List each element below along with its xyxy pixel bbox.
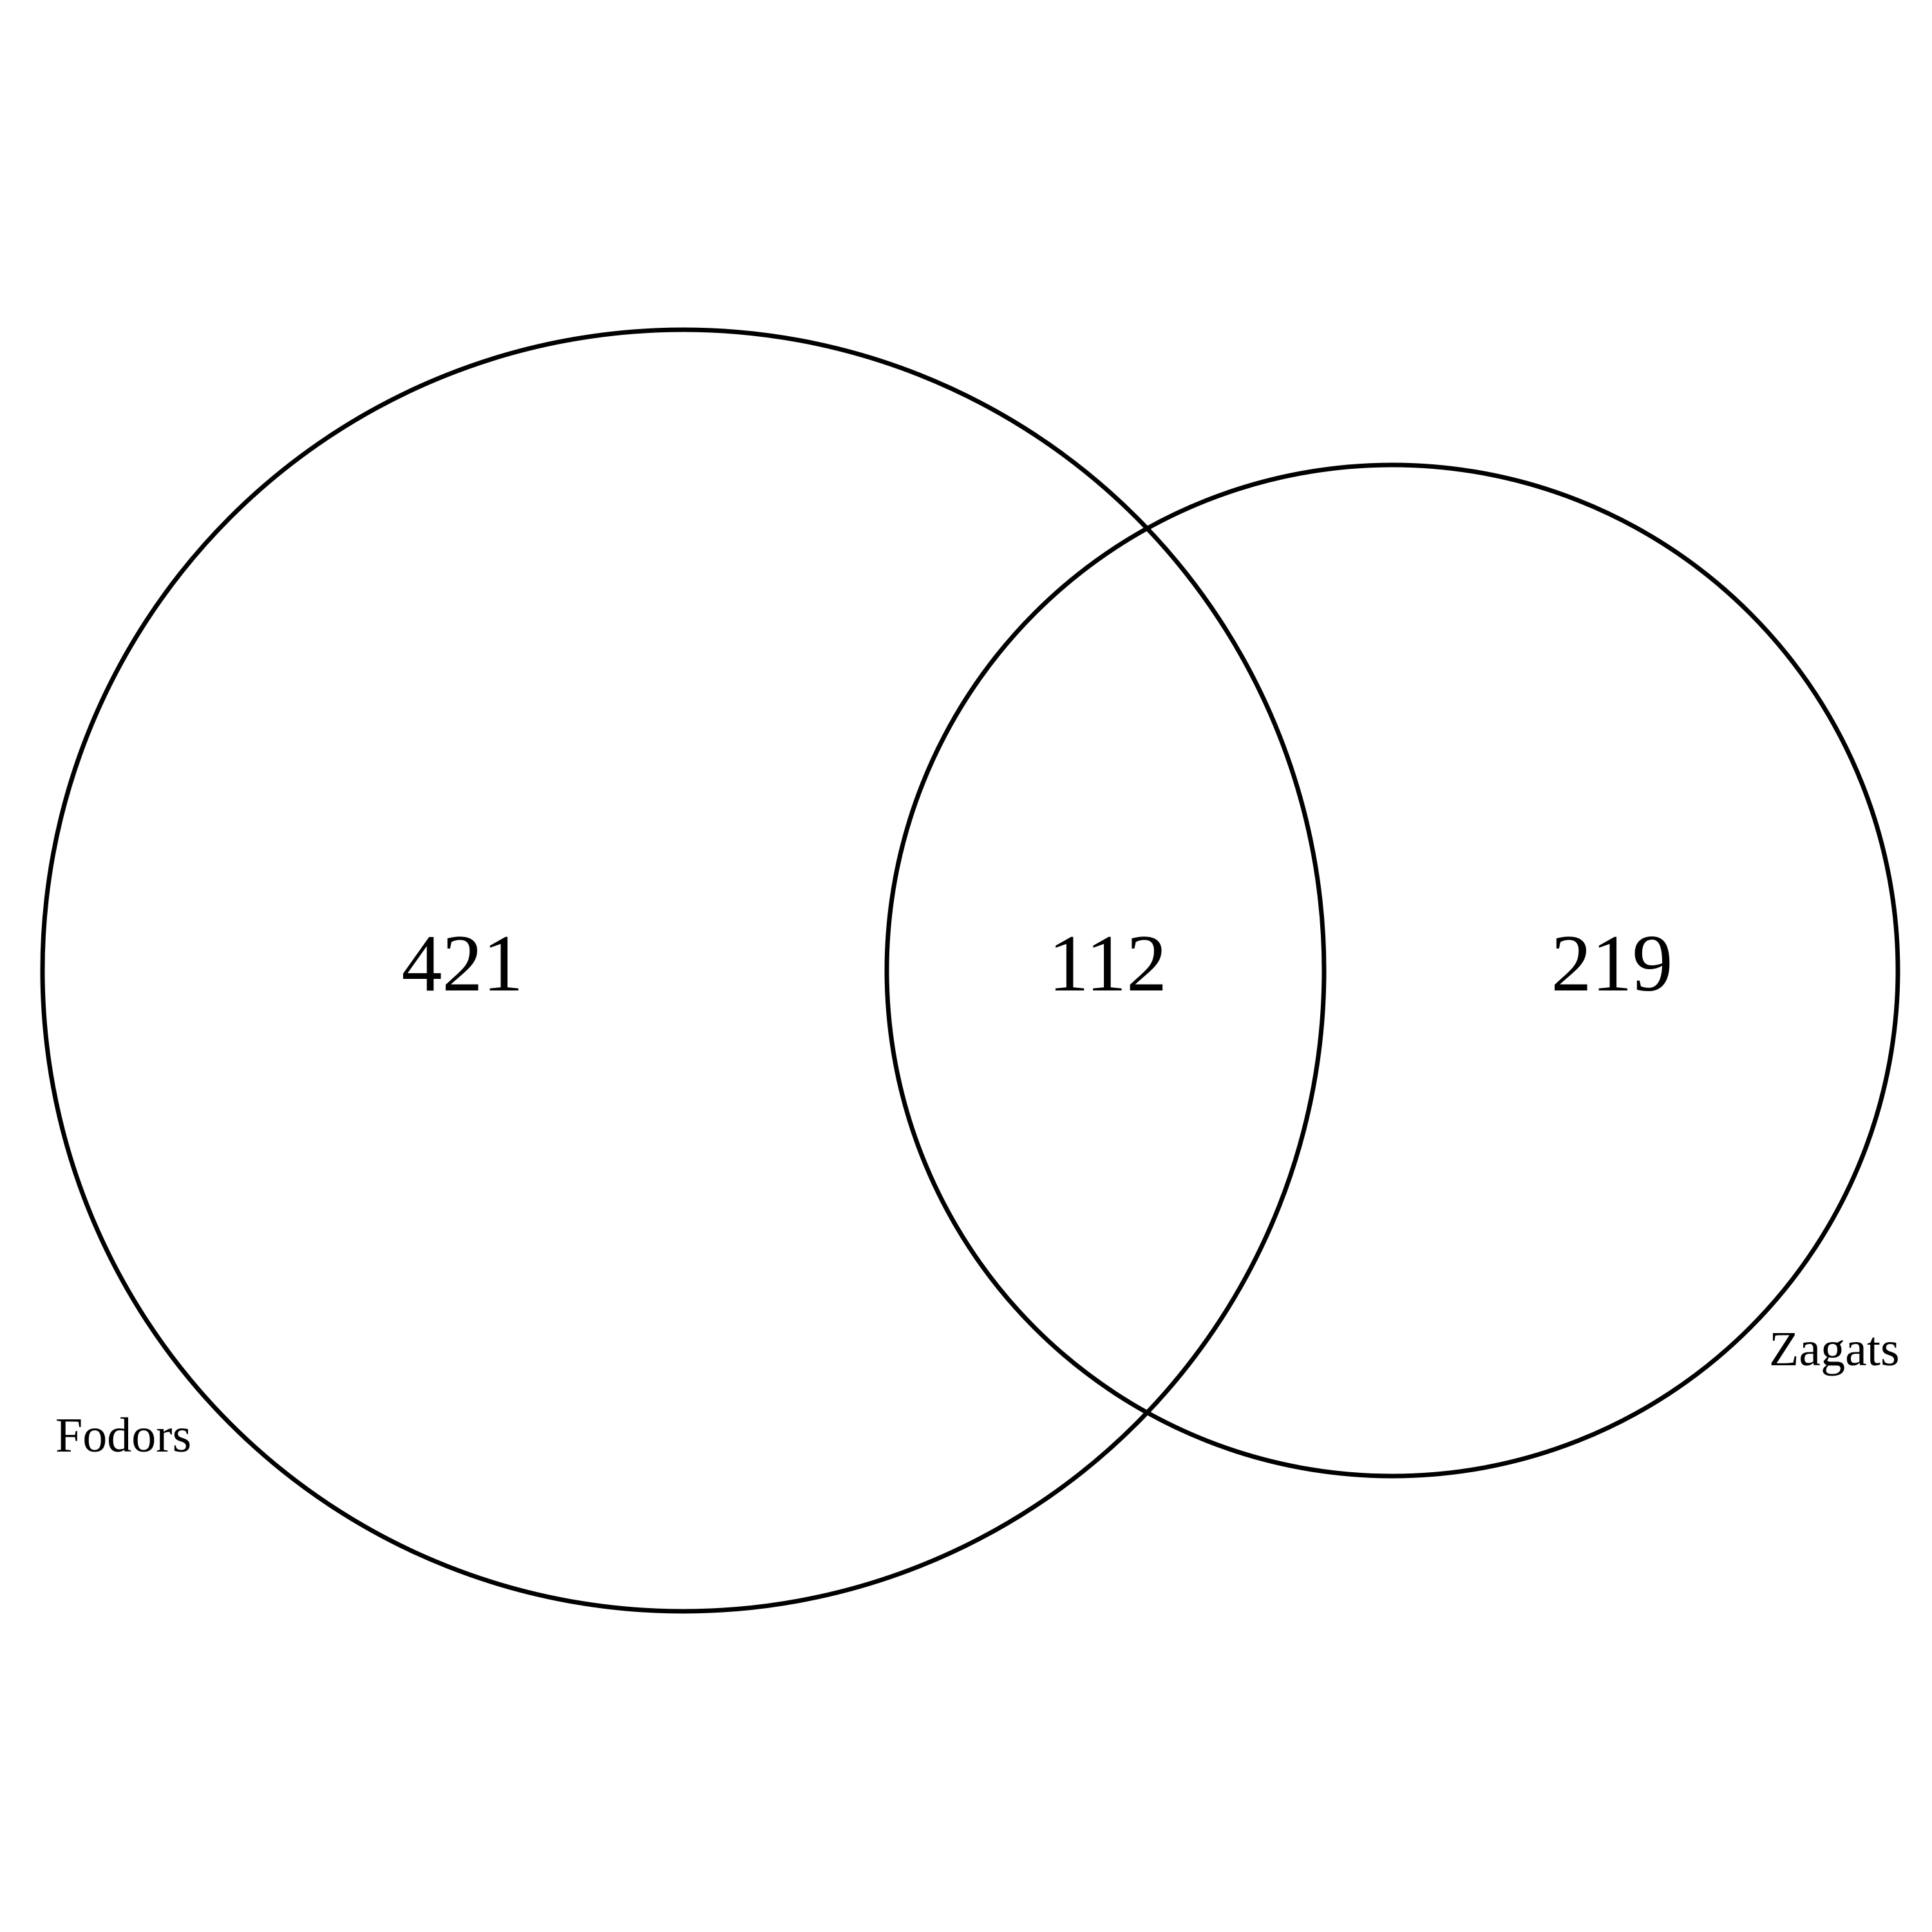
fodors-only-count: 421 — [402, 919, 524, 1009]
zagats-label: Zagats — [1769, 1322, 1900, 1376]
fodors-label: Fodors — [55, 1408, 191, 1463]
intersection-count: 112 — [1048, 919, 1167, 1009]
zagats-circle — [884, 462, 1900, 1479]
fodors-circle — [40, 327, 1327, 1614]
zagats-only-count: 219 — [1551, 919, 1673, 1009]
